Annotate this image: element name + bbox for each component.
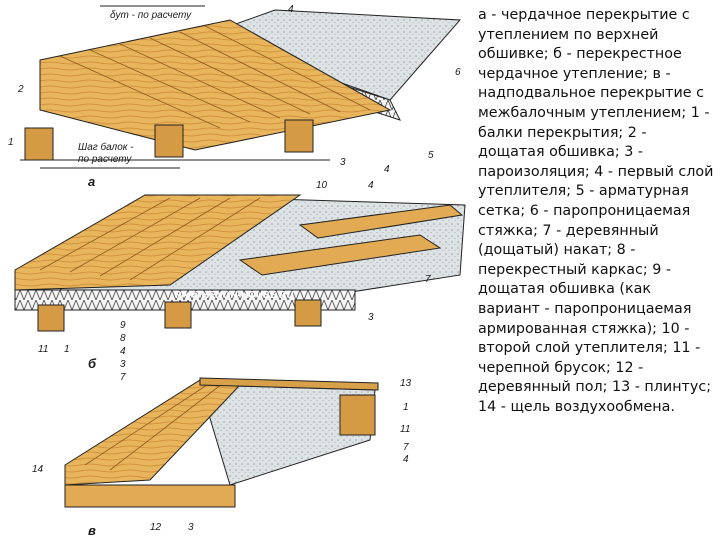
callout: 4 xyxy=(120,346,126,357)
diagram-c: в 13 1 11 7 4 14 12 3 xyxy=(32,377,412,538)
cross-board-b xyxy=(298,204,464,239)
baseboard-c xyxy=(199,377,379,391)
callout: 4 xyxy=(384,164,390,175)
watermark: PARTHENON-HOUSE.RU xyxy=(175,290,294,301)
board-deck-c xyxy=(64,379,242,486)
sub-label-b: б xyxy=(88,356,97,371)
cross-board-b xyxy=(238,234,442,276)
dim-insulation-thickness: δут - по расчету xyxy=(110,10,192,21)
dim-beam-spacing-2: по расчету xyxy=(78,154,132,165)
callout: 1 xyxy=(403,402,409,413)
callout: 11 xyxy=(400,424,410,435)
callout: 3 xyxy=(368,312,374,323)
callout: 14 xyxy=(32,464,44,475)
callout: 4 xyxy=(403,454,409,465)
callout: 8 xyxy=(120,333,126,344)
beam-end xyxy=(154,124,184,158)
callout: 7 xyxy=(120,372,126,383)
callout: 2 xyxy=(17,84,24,95)
callout: 7 xyxy=(425,274,431,285)
callout: 5 xyxy=(428,150,434,161)
callout: 1 xyxy=(64,344,70,355)
beam-end xyxy=(294,299,322,327)
callout: 3 xyxy=(120,359,126,370)
callout: 4 xyxy=(368,180,374,191)
callout: 7 xyxy=(403,442,409,453)
beam-c xyxy=(64,484,236,508)
diagram-b: PARTHENON-HOUSE.RU б 10 4 7 3 9 8 4 3 7 … xyxy=(14,180,466,383)
callout: 6 xyxy=(455,67,461,78)
sub-label-a: а xyxy=(88,174,95,189)
beam-end xyxy=(164,301,192,329)
callout: 4 xyxy=(288,4,294,15)
beam-end xyxy=(37,304,65,332)
callout: 3 xyxy=(340,157,346,168)
callout: 1 xyxy=(8,137,14,148)
callout: 13 xyxy=(400,378,412,389)
diagram-a: δут - по расчету Шаг балок - по расчету … xyxy=(8,4,462,189)
callout: 11 xyxy=(38,344,48,355)
figure-caption: а - чердачное перекрытие с утеплением по… xyxy=(478,7,714,415)
beam-end xyxy=(24,127,54,161)
beam-end xyxy=(284,119,314,153)
board-deck-b xyxy=(14,194,302,291)
callout: 3 xyxy=(188,522,194,533)
floor-construction-figure: δут - по расчету Шаг балок - по расчету … xyxy=(8,4,466,538)
callout: 10 xyxy=(316,180,328,191)
callout: 12 xyxy=(150,522,162,533)
callout: 9 xyxy=(120,320,126,331)
joist-c xyxy=(339,394,376,436)
dim-beam-spacing: Шаг балок - xyxy=(78,141,134,153)
sub-label-c: в xyxy=(88,523,96,538)
